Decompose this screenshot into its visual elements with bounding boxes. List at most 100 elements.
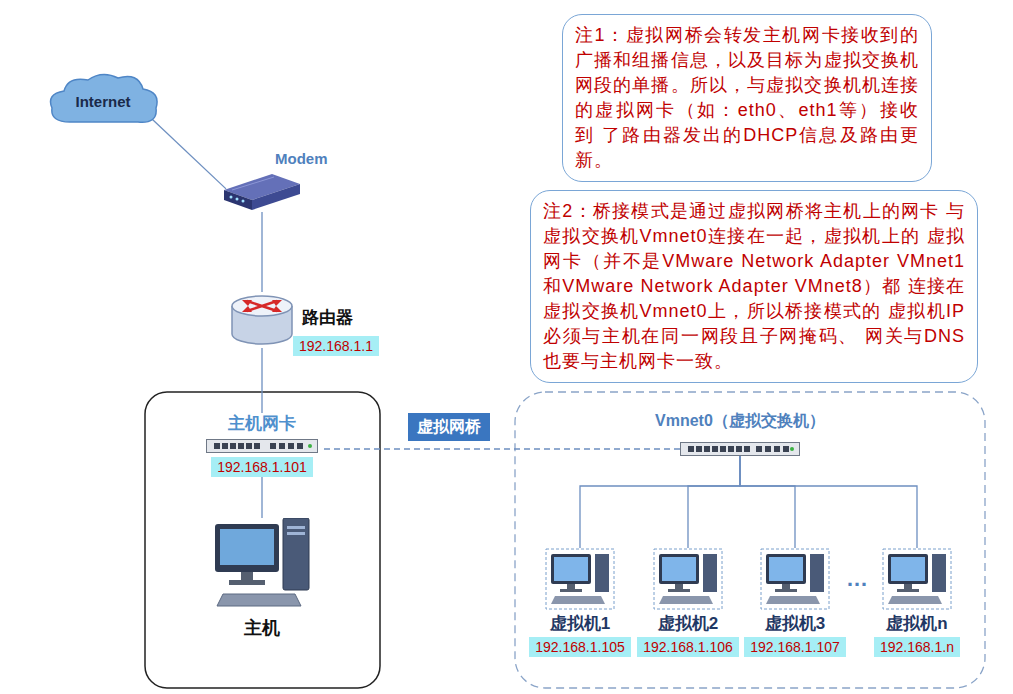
vm-icon-part — [595, 554, 609, 592]
pc-icon-part — [287, 526, 305, 529]
pc-icon-part — [287, 532, 305, 535]
pc-icon-part — [283, 518, 309, 590]
network-link — [740, 456, 795, 548]
vm-icon-part — [546, 549, 614, 609]
nic-icon-part — [254, 443, 260, 449]
ellipsis-mark: … — [846, 566, 868, 592]
router-node: 路由器192.168.1.1 — [230, 292, 294, 348]
pc-icon-part — [220, 529, 274, 565]
network-link — [261, 348, 262, 413]
bridge-label: 虚拟网桥 — [408, 413, 490, 441]
ip-address: 192.168.1.107 — [744, 637, 846, 657]
network-link — [740, 456, 917, 548]
vm-label: 虚拟机1 — [550, 613, 610, 634]
network-link — [261, 212, 262, 292]
nic-icon-part — [222, 443, 228, 449]
switch-icon — [680, 442, 800, 456]
modem-icon — [222, 170, 302, 212]
pc-icon-part — [241, 572, 253, 580]
switch-icon-part — [774, 446, 780, 452]
nic-icon-part — [214, 443, 220, 449]
router-icon-part — [242, 300, 252, 306]
switch-icon-part — [728, 446, 734, 452]
switch-icon-part — [744, 446, 750, 452]
note-text: 注2：桥接模式是通过虚拟网桥将主机上的网卡 与虚拟交换机Vmnet0连接在一起，… — [543, 199, 965, 374]
vm-icon-part — [883, 549, 951, 609]
device-label: Modem — [275, 150, 328, 167]
vm-icon-part — [560, 589, 582, 592]
vm-icon-part — [567, 584, 575, 589]
vm-label: 虚拟机2 — [658, 613, 718, 634]
switch-label: Vmnet0（虚拟交换机） — [655, 411, 825, 432]
pc-icon-part — [217, 594, 301, 606]
switch-icon-part — [765, 446, 771, 452]
vm-icon-part — [888, 596, 942, 604]
modem-icon-part — [224, 190, 252, 210]
switch-icon-part — [756, 446, 762, 452]
modem-icon-part — [242, 200, 245, 203]
vm-icon-part — [761, 549, 829, 609]
virtual-bridge-line — [324, 448, 680, 449]
vm-icon — [760, 548, 830, 610]
switch-icon-part — [688, 446, 694, 452]
switch-icon-part — [790, 447, 794, 451]
switch-icon-part — [712, 446, 718, 452]
switch-icon-part — [704, 446, 710, 452]
router-icon-part — [242, 306, 252, 312]
switch-icon-part — [783, 446, 789, 452]
vm-icon-part — [703, 554, 717, 592]
vm-icon-part — [675, 584, 683, 589]
nic-icon-part — [230, 443, 236, 449]
vm-icon-part — [654, 549, 722, 609]
pc-icon-part — [215, 524, 279, 572]
ip-address: 192.168.1.1 — [293, 336, 379, 356]
vm-icon-part — [904, 584, 912, 589]
switch-icon-part — [736, 446, 742, 452]
nic-icon — [206, 439, 318, 453]
nic-icon-part — [288, 443, 294, 449]
modem-icon-part — [236, 198, 239, 201]
switch-icon-part — [720, 446, 726, 452]
nic-icon-part — [207, 440, 318, 453]
vm-icon-part — [891, 557, 925, 581]
note-box: 注1：虚拟网桥会转发主机网卡接收到的 广播和组播信息，以及目标为虚拟交换机 网段… — [562, 14, 932, 182]
ip-address: 192.168.1.105 — [529, 637, 631, 657]
router-icon-part — [272, 300, 282, 306]
vm-icon-part — [766, 596, 820, 604]
cloud-shape-part — [51, 74, 158, 122]
vm-icon-part — [554, 557, 588, 581]
router-icon-part — [232, 296, 292, 316]
vm-icon-part — [810, 554, 824, 592]
pc-icon — [215, 518, 310, 610]
router-icon-part — [247, 301, 277, 311]
nic-icon-part — [297, 443, 303, 449]
vm-node: 虚拟机2 192.168.1.106 — [638, 548, 738, 657]
vm-node: 虚拟机3 192.168.1.107 — [745, 548, 845, 657]
vm-icon-part — [888, 554, 928, 584]
vm-icon-part — [897, 589, 919, 592]
vm-label: 虚拟机3 — [765, 613, 825, 634]
network-link — [688, 456, 740, 548]
vm-icon — [882, 548, 952, 610]
device-label: 路由器 — [302, 306, 353, 329]
pc-icon-part — [229, 580, 265, 585]
vm-icon-part — [775, 589, 797, 592]
router-icon — [230, 292, 294, 348]
switch-icon-part — [681, 443, 800, 456]
vm-icon-part — [668, 589, 690, 592]
nic-icon-part — [308, 444, 312, 448]
vm-icon-part — [659, 554, 699, 584]
network-link — [148, 115, 226, 189]
vm-icon-part — [551, 554, 591, 584]
ip-address: 192.168.1.n — [874, 637, 960, 657]
host-enclosure — [145, 392, 380, 688]
modem-icon-part — [232, 177, 274, 190]
note-box: 注2：桥接模式是通过虚拟网桥将主机上的网卡 与虚拟交换机Vmnet0连接在一起，… — [530, 190, 978, 383]
host-pc-node: 主机 — [207, 518, 317, 640]
cloud-node: Internet — [44, 70, 162, 128]
ip-address: 192.168.1.106 — [637, 637, 739, 657]
vm-icon-part — [662, 557, 696, 581]
nic-icon-part — [238, 443, 244, 449]
modem-icon-part — [230, 196, 233, 199]
